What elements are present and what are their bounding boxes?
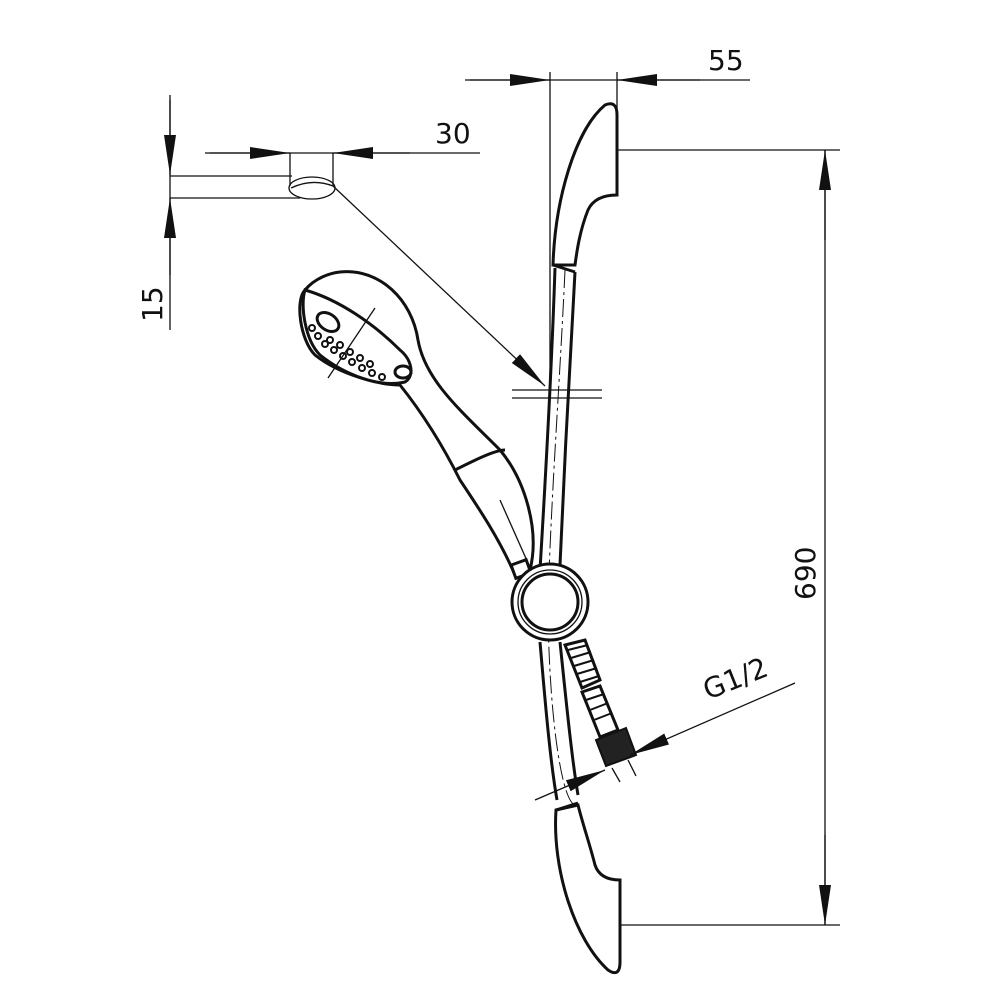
slide-rail [538, 267, 557, 571]
dimension-label-30: 30 [435, 117, 471, 150]
dimension-label-15: 15 [136, 286, 169, 322]
dimension-15: 15 [136, 95, 300, 330]
bottom-wall-bracket [554, 803, 622, 975]
hose-connector [562, 638, 638, 783]
dimension-30: 30 [205, 117, 480, 200]
dimension-label-55: 55 [708, 44, 744, 77]
dimension-55: 55 [465, 44, 750, 390]
slider-holder [510, 562, 590, 642]
slide-rail-lower [538, 641, 559, 801]
dimension-690: 690 [617, 149, 840, 926]
hand-shower [298, 270, 541, 591]
bracket-leader [332, 185, 546, 387]
dimension-label-690: 690 [789, 547, 822, 600]
top-wall-bracket [551, 102, 619, 267]
